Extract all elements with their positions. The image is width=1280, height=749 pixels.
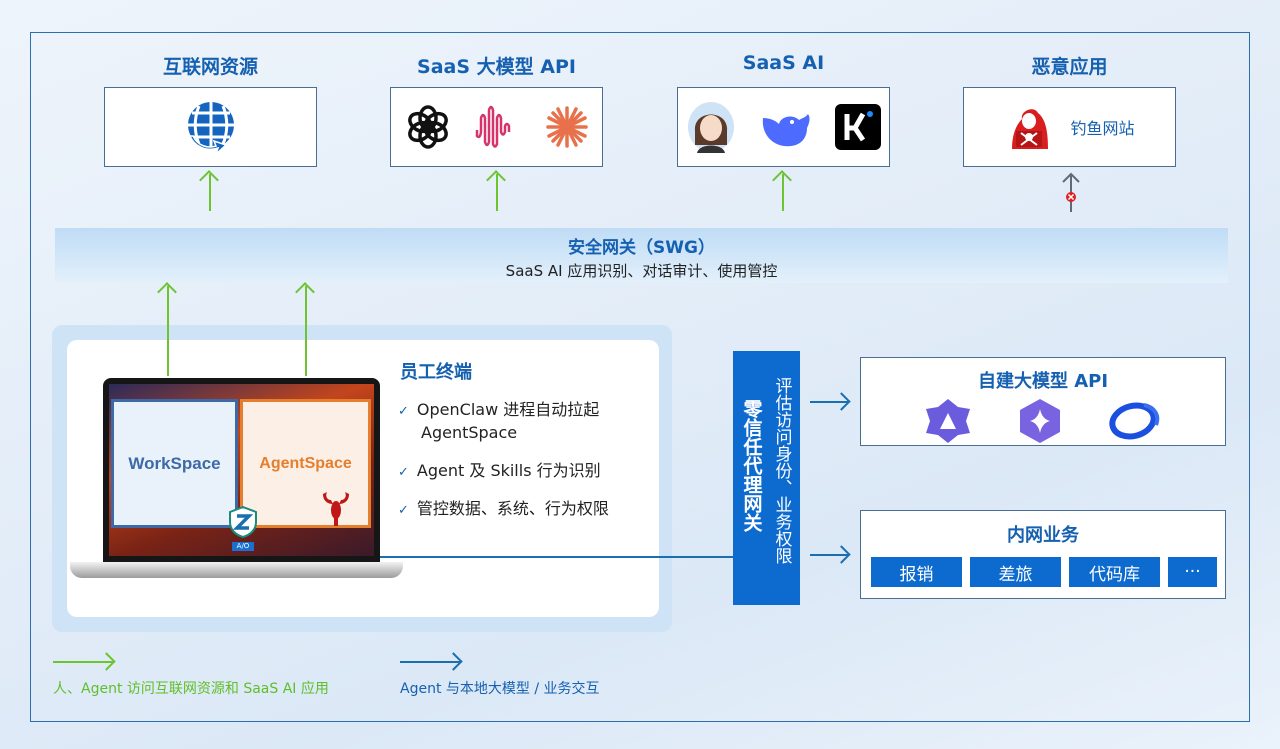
endpoint-to-gateway-line [380,556,735,558]
blocked-arrow [1060,172,1082,218]
openai-icon [407,105,448,149]
green-up-arrow [782,174,784,211]
waveform-icon [475,105,510,148]
workspace-window: WorkSpace [111,399,238,528]
lobster-icon [323,492,349,526]
zero-trust-subtitle: 评估访问身份、业务权限 [771,377,792,564]
legend-blue-text: Agent 与本地大模型 / 业务交互 [400,681,600,697]
biz-item-travel[interactable]: 差旅 [970,557,1061,587]
title-saas-llm-api: SaaS 大模型 API [417,56,576,78]
security-agent-logo: A/O [229,505,257,554]
feature-text: 管控数据、系统、行为权限 [416,499,609,518]
legend-blue-arrow [400,661,460,663]
blue-right-arrow [810,401,848,403]
diagram-frame [30,32,1250,722]
feature-item: ✓OpenClaw 进程自动拉起 [398,400,600,419]
legend-green-arrow [53,661,113,663]
kimi-icon [834,104,881,150]
qwen-icon [925,399,970,443]
feature-text: OpenClaw 进程自动拉起 [416,400,600,419]
shield-z-icon [229,505,257,539]
feature-item-cont: AgentSpace [421,423,518,442]
self-hosted-title: 自建大模型 API [977,371,1109,392]
hacker-icon [1012,109,1049,149]
title-malicious: 恶意应用 [1031,56,1108,78]
badge: A/O [232,542,254,551]
legend-green-text: 人、Agent 访问互联网资源和 SaaS AI 应用 [53,681,329,697]
laptop-screen: WorkSpace AgentSpace A/O [103,378,380,562]
zero-trust-gateway: 零信任代理网关 评估访问身份、业务权限 [733,351,800,605]
feature-item: ✓Agent 及 Skills 行为识别 [398,461,601,480]
self-hosted-llm-box: 自建大模型 API [860,357,1226,446]
malicious-box: 钓鱼网站 [963,87,1176,167]
blue-right-arrow [810,554,848,556]
feature-item: ✓管控数据、系统、行为权限 [398,499,609,518]
green-up-arrow [496,174,498,211]
zero-trust-title: 零信任代理网关 [740,399,763,532]
globe-refresh-icon [187,102,234,156]
phishing-site-label: 钓鱼网站 [1070,119,1135,138]
internet-box [104,87,317,167]
swg-subtitle: SaaS AI 应用识别、对话审计、使用管控 [505,262,778,280]
title-internet: 互联网资源 [162,56,258,78]
swg-title: 安全网关（SWG） [568,238,715,258]
claude-sunburst-icon [545,106,588,148]
intranet-box: 内网业务 报销 差旅 代码库 ··· [860,510,1226,599]
biz-item-code-repo[interactable]: 代码库 [1069,557,1160,587]
green-up-arrow [209,174,211,211]
laptop-base [70,562,403,578]
title-saas-ai: SaaS AI [742,52,825,74]
feature-text: Agent 及 Skills 行为识别 [416,461,601,480]
hexagon-star-icon [1019,399,1060,443]
blocked-x-icon [1062,172,1080,212]
endpoint-title: 员工终端 [400,362,472,383]
avatar-assistant-icon [687,102,734,153]
agentspace-window: AgentSpace [240,399,371,528]
intranet-title: 内网业务 [1007,525,1079,546]
ring-logo-icon [1109,402,1160,440]
biz-item-reimbursement[interactable]: 报销 [871,557,962,587]
deepseek-whale-icon [762,114,810,147]
saas-ai-box [677,87,890,167]
green-up-arrow [167,286,169,376]
biz-item-more[interactable]: ··· [1168,557,1217,587]
swg-band: 安全网关（SWG） SaaS AI 应用识别、对话审计、使用管控 [55,228,1228,283]
saas-llm-box [390,87,603,167]
green-up-arrow [305,286,307,376]
